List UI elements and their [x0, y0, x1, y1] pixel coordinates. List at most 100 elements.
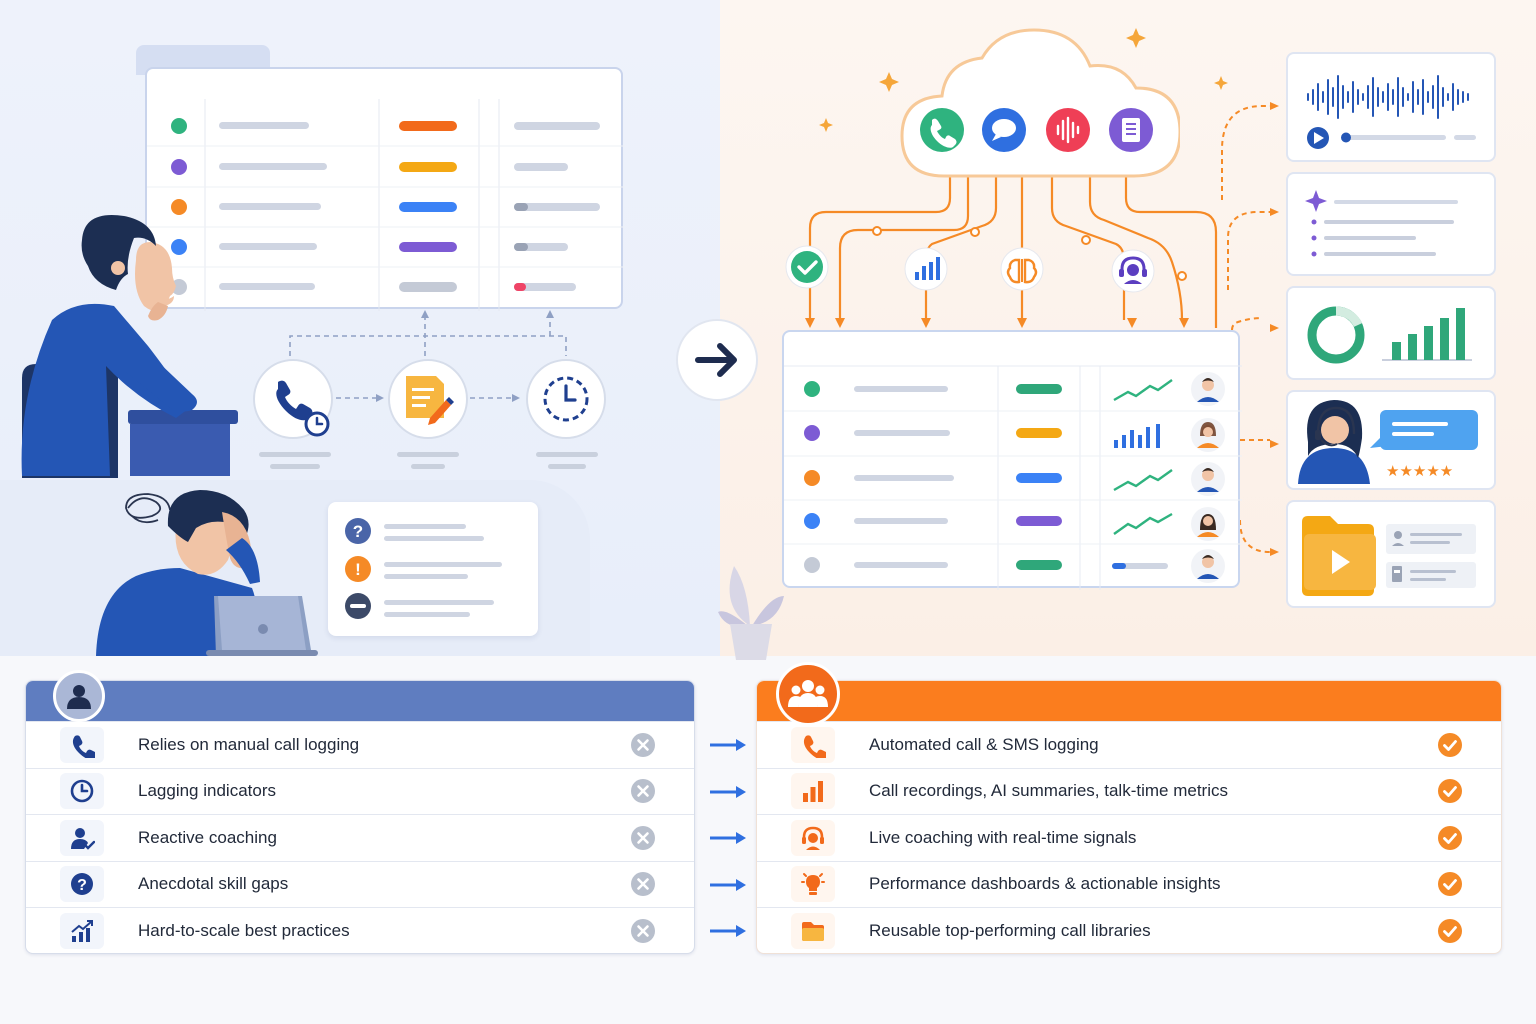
manual-table-rows — [147, 99, 625, 311]
x-circle-icon — [631, 779, 655, 803]
after-item-icon-box — [791, 773, 835, 809]
check-circle-icon — [1438, 825, 1462, 850]
support-headset-icon — [1111, 249, 1155, 293]
manual-row-4 — [171, 239, 568, 255]
after-item-label: Call recordings, AI summaries, talk-time… — [869, 781, 1228, 800]
before-item-row: Reactive coaching — [26, 814, 694, 860]
cloud-document-icon — [1109, 108, 1153, 152]
audio-recording-card — [1286, 52, 1496, 162]
before-item-label: Hard-to-scale best practices — [138, 920, 350, 940]
after-item-row: Call recordings, AI summaries, talk-time… — [757, 767, 1501, 814]
live-coaching-card: ★★★★★ — [1286, 390, 1496, 490]
after-item-row: Automated call & SMS logging — [757, 721, 1501, 767]
check-circle-icon — [1438, 779, 1462, 803]
ai-brain-icon — [1000, 247, 1044, 291]
question-icon: ? — [71, 873, 93, 895]
cloud-hub — [900, 28, 1180, 178]
comparison-arrow-icon — [710, 739, 746, 751]
x-circle-icon — [631, 918, 655, 943]
manual-row-2 — [171, 159, 568, 175]
before-item-icon-box — [60, 726, 104, 763]
svg-text:?: ? — [77, 877, 87, 894]
comparison-arrow-icon — [710, 785, 746, 798]
cloud-audio-icon — [1046, 108, 1090, 152]
manual-phone-step-icon — [253, 359, 333, 439]
call-library-card — [1286, 500, 1496, 608]
team-icon — [788, 680, 828, 707]
phone-icon — [72, 734, 95, 758]
svg-text:★★★★★: ★★★★★ — [1386, 462, 1453, 480]
before-item-row: Lagging indicators — [26, 767, 694, 814]
transition-arrow-icon — [676, 319, 758, 401]
comparison-arrow-icon — [710, 832, 746, 844]
metrics-content — [1307, 306, 1472, 364]
before-item-label: Anecdotal skill gaps — [138, 874, 289, 893]
after-item-label: Live coaching with real-time signals — [869, 827, 1137, 847]
before-item-label: Reactive coaching — [138, 827, 277, 847]
user-icon — [67, 685, 91, 709]
cloud-chat-icon — [982, 108, 1026, 152]
live-coaching-content: ★★★★★ — [1298, 400, 1478, 484]
plant-decoration-icon — [718, 566, 784, 660]
verified-check-icon — [785, 245, 829, 289]
folder-icon — [802, 921, 824, 941]
svg-text:?: ? — [353, 522, 363, 541]
metrics-card — [1286, 286, 1496, 380]
after-item-label: Performance dashboards & actionable insi… — [869, 874, 1221, 893]
call-library-content — [1302, 516, 1476, 596]
check-circle-icon — [1438, 732, 1462, 757]
comparison-arrow-icon — [710, 878, 746, 891]
manual-note-step-icon — [388, 359, 468, 439]
before-table-header — [26, 681, 694, 721]
automated-row-2 — [804, 418, 1225, 452]
automated-row-1 — [804, 372, 1225, 406]
automated-table-rows — [784, 365, 1242, 590]
check-circle-icon — [1438, 918, 1462, 943]
chart-up-icon — [71, 919, 93, 942]
automated-call-log-table — [782, 330, 1242, 590]
audio-waveform — [1307, 75, 1476, 149]
cloud-phone-icon — [920, 108, 964, 152]
before-item-icon-box — [60, 912, 104, 949]
bar-chart-icon — [803, 781, 823, 802]
after-item-icon-box — [791, 912, 835, 949]
headset-icon — [802, 826, 824, 850]
svg-text:!: ! — [355, 560, 361, 579]
after-item-row: Performance dashboards & actionable insi… — [757, 860, 1501, 907]
after-table-header — [757, 681, 1501, 721]
frustrated-agent-illustration — [96, 490, 318, 656]
lightbulb-icon — [801, 873, 825, 895]
before-item-label: Relies on manual call logging — [138, 734, 360, 754]
manual-clock-step-icon — [526, 359, 606, 439]
issues-card: ? ! — [328, 502, 538, 636]
before-item-label: Lagging indicators — [138, 781, 276, 800]
before-item-icon-box: ? — [60, 866, 104, 902]
manual-row-1 — [171, 118, 600, 134]
ai-summary-card — [1286, 172, 1496, 276]
thinking-agent-illustration — [21, 215, 238, 478]
issues-card-content: ? ! — [345, 518, 502, 619]
user-check-icon — [71, 827, 95, 850]
x-circle-icon — [631, 872, 655, 896]
comparison-arrow-icon — [710, 925, 746, 937]
manual-row-3 — [171, 199, 600, 215]
after-item-row: Live coaching with real-time signals — [757, 814, 1501, 860]
after-item-label: Reusable top-performing call libraries — [869, 920, 1151, 940]
x-circle-icon — [631, 732, 655, 757]
manual-row-5 — [171, 279, 576, 295]
after-item-icon-box — [791, 866, 835, 902]
clock-icon — [70, 779, 94, 803]
ai-summary-content — [1305, 190, 1458, 257]
analytics-bars-icon — [904, 247, 948, 291]
before-item-icon-box — [60, 773, 104, 809]
after-team-badge — [776, 662, 840, 726]
automated-row-5 — [804, 549, 1225, 583]
x-circle-icon — [631, 825, 655, 850]
after-item-icon-box — [791, 819, 835, 856]
after-item-icon-box — [791, 726, 835, 763]
before-item-row: Relies on manual call logging — [26, 721, 694, 767]
phone-icon — [803, 734, 826, 758]
automated-row-3 — [804, 462, 1225, 496]
